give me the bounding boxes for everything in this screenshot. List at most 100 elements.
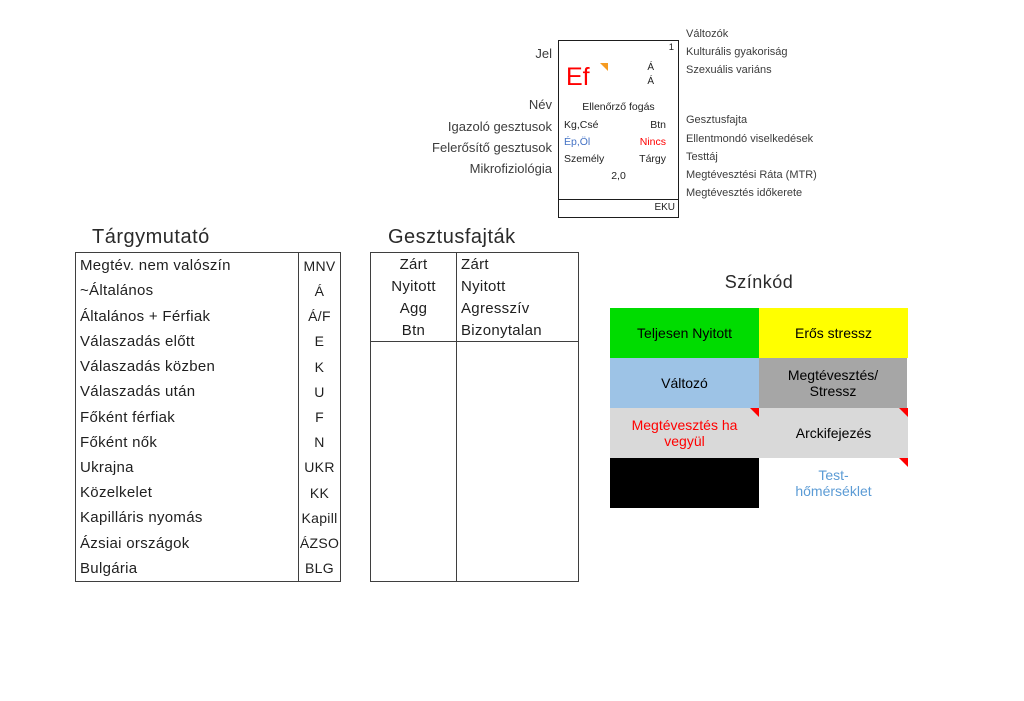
- gesture-row-label: Bizonytalan: [461, 321, 542, 339]
- index-row-label: Bulgária: [80, 559, 138, 577]
- index-table-row: Válaszadás után U: [76, 379, 340, 405]
- gesture-row-code: Agg: [399, 299, 428, 317]
- variant-bottom: Á: [647, 76, 654, 87]
- index-row-code: K: [298, 353, 340, 380]
- index-table-row: Általános + Férfiak Á/F: [76, 303, 340, 329]
- confirming-gestures: Kg,Csé: [564, 119, 599, 131]
- index-table-row: Kapilláris nyomás Kapill: [76, 505, 340, 531]
- cell-row-target: Személy Tárgy: [564, 153, 666, 165]
- index-row-label: Közelkelet: [80, 484, 153, 502]
- callout-label-valtozok: Változók: [686, 28, 729, 40]
- index-table-title: Tárgymutató: [92, 226, 210, 248]
- index-table-row: Ázsiai országok ÁZSO: [76, 530, 340, 556]
- cell-symbol: Ef: [566, 63, 590, 91]
- color-legend-cell-label: Megtévesztés ha vegyül: [631, 416, 738, 449]
- color-legend-cell: Test- hőmérséklet: [759, 458, 908, 508]
- color-legend-cell-label: Teljesen Nyitott: [637, 324, 732, 341]
- gesture-table-divider: [456, 253, 457, 581]
- gesture-table-row: Zárt Zárt: [371, 253, 578, 275]
- index-row-code: Á: [298, 278, 340, 304]
- cell-row-amplifying: Ép,Öl Nincs: [564, 136, 666, 148]
- example-cell: 1 Ef Á Á Ellenőrző fogás Kg,Csé Btn Ép,Ö…: [558, 40, 679, 218]
- gesture-table: Zárt Zárt Nyitott Nyitott Agg Agresszív …: [370, 252, 579, 582]
- index-row-code: UKR: [298, 454, 340, 481]
- cell-row-index: 1: [668, 42, 674, 53]
- index-row-label: Válaszadás előtt: [80, 332, 195, 350]
- gesture-row-label: Agresszív: [461, 299, 530, 317]
- comment-marker-icon: [899, 458, 908, 467]
- callout-label-felerosito: Felerősítő gesztusok: [432, 140, 552, 155]
- index-row-code: U: [298, 379, 340, 405]
- color-legend-cell-label: Változó: [661, 374, 708, 391]
- gesture-table-row: Agg Agresszív: [371, 297, 578, 319]
- callout-label-mikrofiziologia: Mikrofiziológia: [469, 161, 552, 176]
- gesture-table-title: Gesztusfajták: [388, 226, 516, 248]
- index-row-label: Főként férfiak: [80, 408, 176, 426]
- gesture-row-code: Nyitott: [391, 277, 436, 295]
- callout-label-nev: Név: [528, 97, 552, 112]
- comment-marker-icon: [600, 63, 608, 71]
- variant-top: Á: [647, 62, 654, 73]
- index-row-code: F: [298, 404, 340, 430]
- index-row-label: Ázsiai országok: [80, 534, 190, 552]
- target-object: Tárgy: [639, 153, 666, 165]
- index-row-label: Megtév. nem valószín: [80, 257, 231, 275]
- index-row-label: Főként nők: [80, 433, 158, 451]
- index-table-row: Főként férfiak F: [76, 404, 340, 430]
- color-legend-cell: Erős stressz: [759, 308, 908, 358]
- comment-marker-icon: [899, 408, 908, 417]
- index-table-row: Válaszadás előtt E: [76, 328, 340, 354]
- index-row-label: Kapilláris nyomás: [80, 509, 203, 527]
- index-row-code: BLG: [298, 555, 340, 582]
- index-table: Megtév. nem valószín MNV ~Általános Á Ál…: [75, 252, 341, 582]
- callout-label-igazolo: Igazoló gesztusok: [447, 119, 552, 134]
- callout-label-mtr: Megtévesztési Ráta (MTR): [686, 169, 817, 181]
- index-row-label: Általános + Férfiak: [80, 307, 211, 325]
- cell-variants: Á Á: [647, 61, 654, 89]
- index-table-row: Ukrajna UKR: [76, 454, 340, 481]
- index-row-code: N: [298, 429, 340, 455]
- index-table-row: Válaszadás közben K: [76, 353, 340, 380]
- callout-label-testtaj: Testtáj: [686, 151, 718, 163]
- callout-label-idokerete: Megtévesztés időkerete: [686, 187, 803, 199]
- color-legend-cell: Változó: [610, 358, 759, 408]
- index-row-code: E: [298, 328, 340, 354]
- color-legend-title: Színkód: [724, 272, 794, 292]
- index-table-row: Közelkelet KK: [76, 480, 340, 506]
- amplifying-gestures: Ép,Öl: [564, 136, 591, 148]
- callout-label-kulturalis: Kulturális gyakoriság: [686, 46, 788, 58]
- color-legend-cell: Megtévesztés/ Stressz: [759, 358, 908, 408]
- color-legend-cell: Arckifejezés: [759, 408, 908, 458]
- gesture-row-label: Zárt: [461, 255, 489, 273]
- index-row-code: Kapill: [298, 505, 340, 531]
- callout-label-ellentmondo: Ellentmondó viselkedések: [686, 133, 814, 145]
- index-table-row: ~Általános Á: [76, 278, 340, 304]
- index-row-code: Á/F: [298, 303, 340, 329]
- cell-name: Ellenőrző fogás: [582, 101, 655, 113]
- color-legend-cell-label: Test- hőmérséklet: [795, 466, 872, 499]
- gesture-row-code: Btn: [401, 321, 426, 339]
- gesture-type-code: Btn: [650, 119, 666, 131]
- contradicting-behaviors: Nincs: [639, 136, 666, 148]
- index-row-label: Ukrajna: [80, 458, 134, 476]
- color-legend-cell: [610, 458, 759, 508]
- gesture-row-code: Zárt: [399, 255, 428, 273]
- index-row-label: Válaszadás után: [80, 383, 196, 401]
- deception-timeframe: EKU: [559, 199, 678, 217]
- cell-row-gestures: Kg,Csé Btn: [564, 119, 666, 131]
- index-row-code: MNV: [298, 253, 340, 279]
- color-legend-cell: Teljesen Nyitott: [610, 308, 759, 358]
- color-legend-cell-label: Arckifejezés: [795, 424, 872, 441]
- target-person: Személy: [564, 153, 605, 165]
- gesture-table-row: Btn Bizonytalan: [371, 319, 578, 341]
- index-row-code: KK: [298, 480, 340, 506]
- index-table-row: Bulgária BLG: [76, 555, 340, 582]
- index-row-code: ÁZSO: [298, 530, 340, 556]
- comment-marker-icon: [750, 408, 759, 417]
- callout-label-szexualis: Szexuális variáns: [686, 64, 772, 76]
- index-table-row: Főként nők N: [76, 429, 340, 455]
- index-row-label: Válaszadás közben: [80, 358, 216, 376]
- gesture-table-row: Nyitott Nyitott: [371, 275, 578, 297]
- index-table-row: Megtév. nem valószín MNV: [76, 253, 340, 279]
